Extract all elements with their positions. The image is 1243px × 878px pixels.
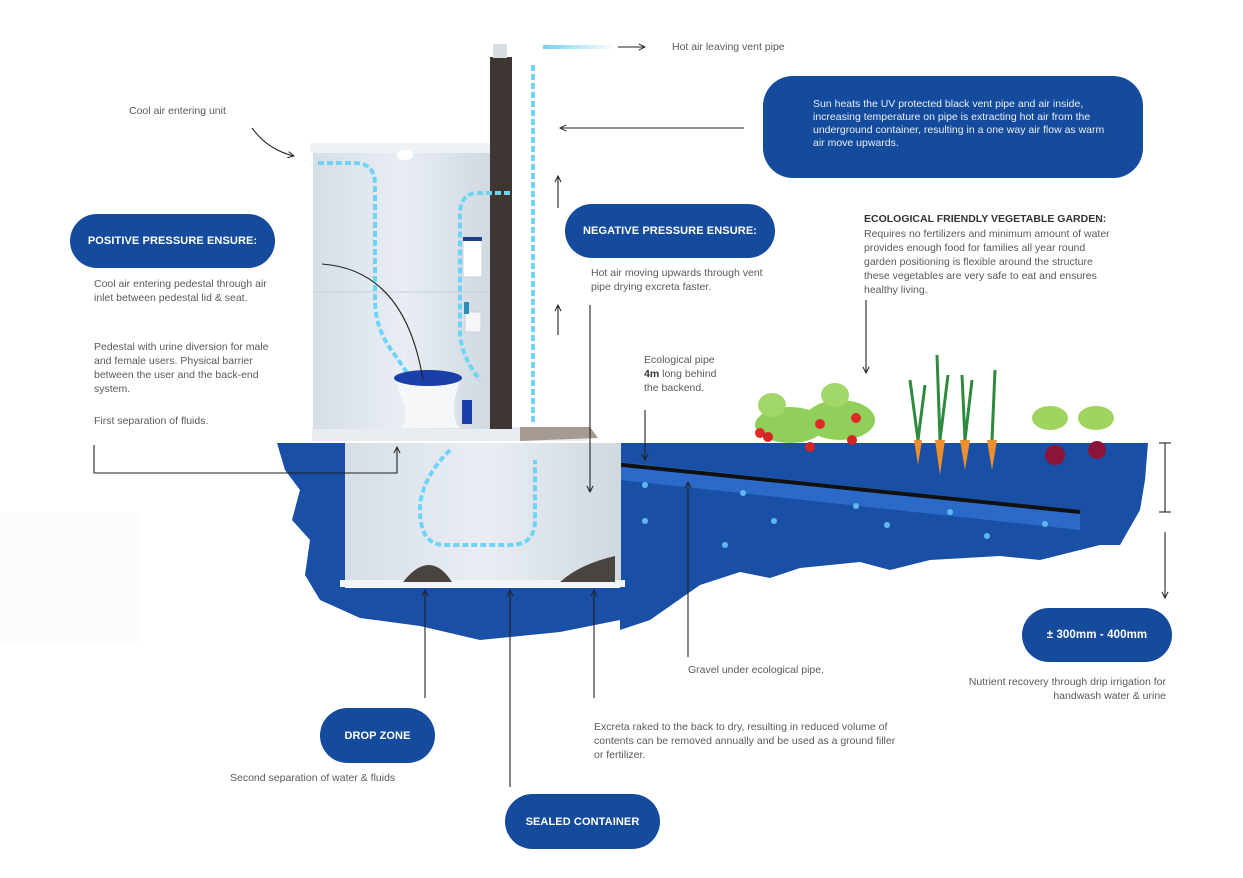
depth-pill: ± 300mm - 400mm	[1022, 608, 1172, 662]
cool-air-arrow	[251, 127, 294, 156]
drop-zone-title: DROP ZONE	[344, 729, 411, 742]
positive-pressure-pill: POSITIVE PRESSURE ENSURE:	[70, 214, 275, 268]
drop-zone-text: Second separation of water & fluids	[230, 772, 396, 784]
sun-heat-text: Sun heats the UV protected black vent pi…	[813, 98, 1105, 149]
hot-air-label: Hot air leaving vent pipe	[672, 41, 785, 53]
depth-label: ± 300mm - 400mm	[1046, 629, 1148, 641]
handwash-dispenser	[462, 236, 483, 278]
positive-pressure-title: POSITIVE PRESSURE ENSURE:	[87, 235, 258, 247]
excreta-pile-right	[560, 556, 615, 582]
container-air-flow	[417, 448, 537, 547]
first-separation-text: First separation of fluids.	[94, 415, 209, 427]
sealed-container-title: SEALED CONTAINER	[525, 815, 640, 828]
garden-title: ECOLOGICAL FRIENDLY VEGETABLE GARDEN:	[864, 213, 1107, 225]
eco-pipe-line1: Ecological pipe	[644, 354, 715, 366]
excreta-text: Excreta raked to the back to dry, result…	[594, 721, 896, 761]
strawberry-plants	[755, 383, 875, 452]
pedestal-leader	[321, 263, 424, 381]
eco-pipe-label: Ecological pipe 4m long behind the backe…	[644, 353, 716, 395]
background-panel	[0, 512, 140, 642]
garden-text: Requires no fertilizers and minimum amou…	[864, 228, 1110, 296]
negative-pressure-pill: NEGATIVE PRESSURE ENSURE:	[565, 204, 775, 258]
soil-left	[277, 443, 625, 640]
water-droplets	[642, 482, 1048, 548]
negative-pressure-text: Hot air moving upwards through vent pipe…	[591, 267, 763, 293]
positive-pressure-text: Cool air entering pedestal through air i…	[94, 278, 267, 304]
beetroots	[1032, 406, 1114, 465]
inlet-air-flow	[458, 191, 510, 382]
eco-pipe-line2: 4m long behind	[644, 367, 716, 381]
separation-leader	[93, 445, 397, 474]
cool-air-label: Cool air entering unit	[129, 105, 226, 117]
vent-pipe	[490, 57, 512, 429]
eco-pipe-length: 4m	[644, 368, 660, 380]
pedestal-text: Pedestal with urine diversion for male a…	[94, 341, 269, 395]
eco-pipe-line3: the backend.	[644, 382, 705, 394]
gravel-text: Gravel under ecological pipe.	[688, 664, 824, 676]
container-base	[340, 580, 625, 587]
sun-heat-callout: Sun heats the UV protected black vent pi…	[763, 76, 1143, 178]
excreta-pile-left	[403, 565, 452, 582]
cool-air-flow	[318, 161, 414, 382]
negative-pressure-title: NEGATIVE PRESSURE ENSURE:	[582, 225, 758, 237]
sealed-container-body	[345, 443, 621, 583]
carrot-tops	[908, 354, 997, 441]
nutrient-recovery-text: Nutrient recovery through drip irrigatio…	[968, 676, 1166, 702]
eco-pipe-line2-rest: long behind	[659, 368, 717, 380]
deck-cover	[520, 427, 598, 441]
pedestal	[396, 380, 460, 428]
gravel-band	[620, 462, 1080, 530]
deck	[312, 427, 587, 441]
drop-zone-pill: DROP ZONE	[320, 708, 435, 763]
carrots	[914, 440, 997, 475]
hot-air-flow	[543, 45, 615, 49]
sealed-container-pill: SEALED CONTAINER	[505, 794, 660, 849]
